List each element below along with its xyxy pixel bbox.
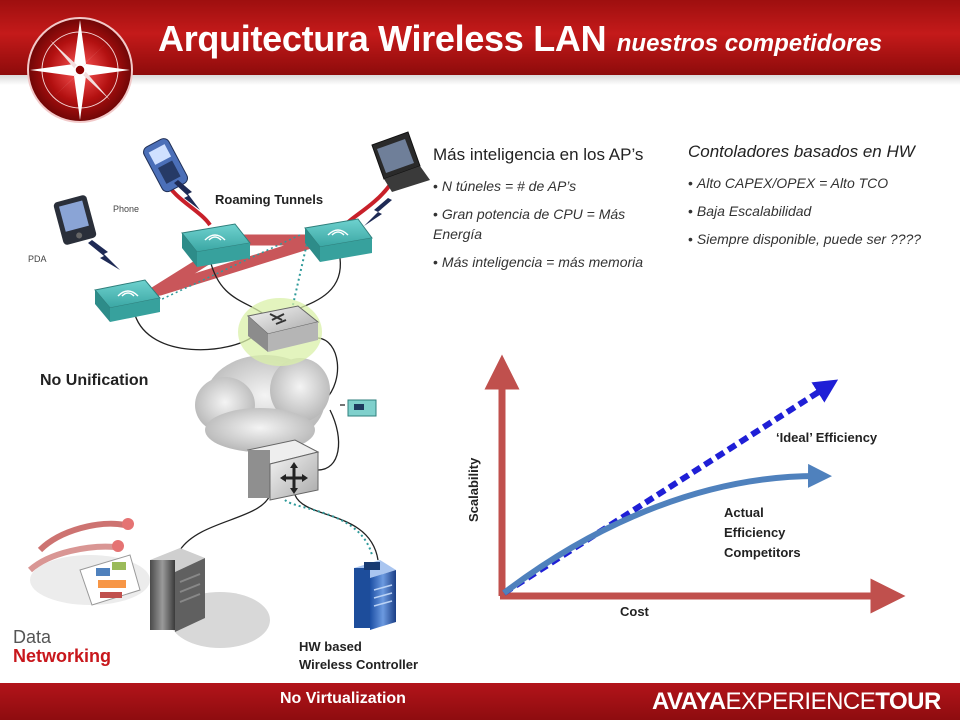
efficiency-graph bbox=[484, 354, 906, 614]
title-main: Arquitectura Wireless LAN bbox=[158, 18, 607, 59]
bullet-item: •Siempre disponible, puede ser ???? bbox=[688, 231, 922, 247]
hw-controller-label-line1: HW based bbox=[299, 639, 362, 654]
title-subtitle: nuestros competidores bbox=[616, 30, 883, 57]
phone-icon bbox=[143, 138, 189, 193]
page-title: Arquitectura Wireless LAN nuestros compe… bbox=[158, 18, 882, 60]
title-bar-shadow bbox=[0, 75, 960, 85]
monitoring-dashboard-icon bbox=[27, 518, 150, 606]
brand-bold-2: TOUR bbox=[875, 688, 941, 715]
title-bar bbox=[0, 0, 960, 75]
hw-controller-label-line2: Wireless Controller bbox=[299, 657, 419, 672]
footer-bar bbox=[0, 683, 960, 720]
data-networking-logo: Data Networking bbox=[13, 628, 111, 666]
brand-bold: AVAYA bbox=[652, 688, 726, 715]
wireless-controller-icon bbox=[354, 560, 396, 630]
server-icon bbox=[150, 548, 270, 648]
access-point-icon bbox=[94, 279, 161, 322]
footer-caption: No Virtualization bbox=[280, 690, 406, 707]
ideal-efficiency-label: ‘Ideal’ Efficiency bbox=[776, 430, 878, 445]
hw-controller-label: HW based Wireless Controller bbox=[299, 638, 418, 674]
brand-light: EXPERIENCE bbox=[725, 688, 876, 715]
hw-controllers-heading: Contoladores basados en HW bbox=[688, 142, 915, 161]
actual-efficiency-line3: Competitors bbox=[724, 545, 801, 560]
ap-intelligence-section: Más inteligencia en los AP’s •N túneles … bbox=[433, 144, 673, 280]
wireless-signal-icon bbox=[88, 180, 392, 270]
actual-efficiency-curve bbox=[502, 463, 832, 596]
data-networking-line2: Networking bbox=[13, 646, 112, 666]
avaya-experience-tour-logo: AVAYAEXPERIENCETOUR bbox=[652, 688, 941, 716]
ap-intelligence-heading: Más inteligencia en los AP’s bbox=[433, 145, 644, 164]
bullet-item: •N túneles = # de AP’s bbox=[433, 178, 577, 194]
cloud-icon bbox=[195, 355, 330, 452]
x-axis-label: Cost bbox=[620, 604, 649, 619]
pda-icon bbox=[53, 195, 97, 245]
actual-efficiency-line2: Efficiency bbox=[724, 525, 786, 540]
hw-controllers-section: Contoladores basados en HW •Alto CAPEX/O… bbox=[688, 141, 928, 257]
access-point-icon bbox=[304, 218, 373, 262]
controller-module-icon bbox=[347, 399, 377, 417]
network-diagram bbox=[27, 131, 430, 648]
actual-efficiency-line1: Actual bbox=[724, 505, 764, 520]
access-point-icon bbox=[181, 223, 251, 267]
bullet-item: •Gran potencia de CPU = Más Energía bbox=[433, 206, 626, 242]
bullet-item: •Baja Escalabilidad bbox=[688, 203, 812, 219]
no-unification-label: No Unification bbox=[40, 372, 149, 389]
pda-label: PDA bbox=[28, 254, 47, 264]
laptop-icon bbox=[371, 131, 430, 192]
phone-label: Phone bbox=[113, 204, 140, 214]
roaming-tunnels-label: Roaming Tunnels bbox=[215, 192, 324, 207]
y-axis-label: Scalability bbox=[466, 457, 481, 522]
bullet-item: •Más inteligencia = más memoria bbox=[433, 254, 644, 270]
bullet-item: •Alto CAPEX/OPEX = Alto TCO bbox=[688, 175, 889, 191]
switch-icon bbox=[238, 298, 322, 366]
compass-logo-icon bbox=[27, 17, 133, 123]
router-icon bbox=[246, 439, 320, 501]
actual-efficiency-label: Actual Efficiency Competitors bbox=[724, 503, 801, 563]
data-networking-line1: Data bbox=[13, 627, 52, 647]
